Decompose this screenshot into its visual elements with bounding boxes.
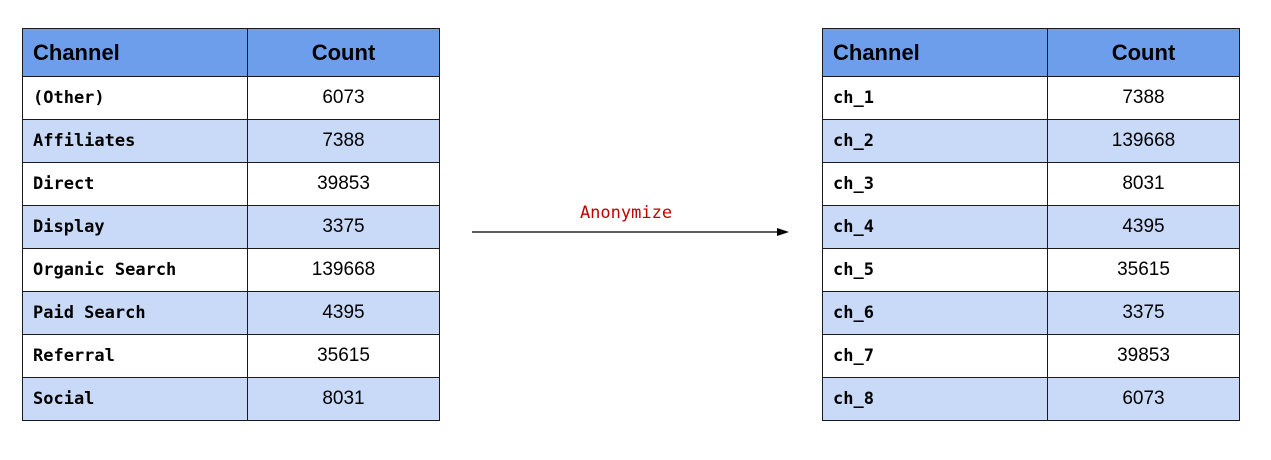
count-cell: 6073: [1047, 377, 1240, 421]
channel-cell: ch_6: [822, 291, 1048, 335]
table-row: Direct 39853: [22, 162, 440, 206]
count-cell: 139668: [1047, 119, 1240, 163]
count-cell: 7388: [1047, 76, 1240, 120]
count-cell: 8031: [1047, 162, 1240, 206]
table-row: Paid Search 4395: [22, 291, 440, 335]
count-column-header: Count: [1047, 28, 1240, 77]
table-row: ch_1 7388: [822, 76, 1240, 120]
channel-cell: (Other): [22, 76, 248, 120]
table-row: Display 3375: [22, 205, 440, 249]
table-row: (Other) 6073: [22, 76, 440, 120]
table-row: ch_3 8031: [822, 162, 1240, 206]
channel-cell: ch_7: [822, 334, 1048, 378]
count-cell: 7388: [247, 119, 440, 163]
channel-cell: Display: [22, 205, 248, 249]
right-arrow-icon: [472, 228, 789, 236]
count-cell: 4395: [1047, 205, 1240, 249]
channel-cell: ch_2: [822, 119, 1048, 163]
table-header-row: Channel Count: [22, 28, 440, 77]
channel-cell: Paid Search: [22, 291, 248, 335]
table-row: Affiliates 7388: [22, 119, 440, 163]
count-cell: 39853: [1047, 334, 1240, 378]
count-cell: 4395: [247, 291, 440, 335]
count-cell: 139668: [247, 248, 440, 292]
channel-cell: Affiliates: [22, 119, 248, 163]
anonymize-arrow: Anonymize: [471, 196, 791, 244]
count-cell: 35615: [247, 334, 440, 378]
table-row: Social 8031: [22, 377, 440, 421]
table-row: ch_4 4395: [822, 205, 1240, 249]
channel-cell: ch_5: [822, 248, 1048, 292]
table-row: Referral 35615: [22, 334, 440, 378]
table-row: Organic Search 139668: [22, 248, 440, 292]
count-cell: 6073: [247, 76, 440, 120]
anonymized-channel-table: Channel Count ch_1 7388 ch_2 139668 ch_3…: [822, 28, 1240, 421]
count-column-header: Count: [247, 28, 440, 77]
channel-cell: Social: [22, 377, 248, 421]
channel-cell: Direct: [22, 162, 248, 206]
count-cell: 3375: [247, 205, 440, 249]
count-cell: 35615: [1047, 248, 1240, 292]
channel-cell: Organic Search: [22, 248, 248, 292]
channel-cell: ch_4: [822, 205, 1048, 249]
anonymize-label: Anonymize: [579, 203, 673, 223]
channel-column-header: Channel: [22, 28, 248, 77]
original-channel-table: Channel Count (Other) 6073 Affiliates 73…: [22, 28, 440, 421]
channel-cell: ch_8: [822, 377, 1048, 421]
table-row: ch_6 3375: [822, 291, 1240, 335]
table-row: ch_5 35615: [822, 248, 1240, 292]
channel-cell: ch_3: [822, 162, 1048, 206]
table-row: ch_2 139668: [822, 119, 1240, 163]
count-cell: 3375: [1047, 291, 1240, 335]
table-row: ch_8 6073: [822, 377, 1240, 421]
channel-cell: ch_1: [822, 76, 1048, 120]
count-cell: 39853: [247, 162, 440, 206]
channel-column-header: Channel: [822, 28, 1048, 77]
count-cell: 8031: [247, 377, 440, 421]
channel-cell: Referral: [22, 334, 248, 378]
table-row: ch_7 39853: [822, 334, 1240, 378]
table-header-row: Channel Count: [822, 28, 1240, 77]
